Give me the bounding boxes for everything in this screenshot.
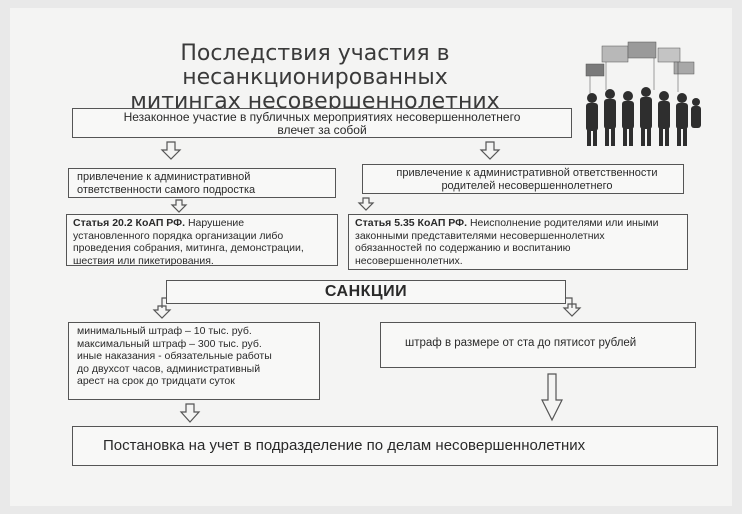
title-line-1: Последствия участия в несанкционированны…	[180, 41, 450, 90]
consequence-line-1: Незаконное участие в публичных мероприят…	[123, 110, 521, 124]
article-20-2-title: Статья 20.2 КоАП РФ.	[73, 217, 186, 229]
teen-sanctions-box: минимальный штраф – 10 тыс. руб. максима…	[68, 322, 320, 400]
arrow-down-icon	[357, 197, 375, 211]
article-20-2-line-4: шествия или пикетирования.	[73, 254, 214, 267]
arrow-down-icon	[179, 403, 201, 423]
parent-sanction-line-1: штраф в размере от ста до пятисот рублей	[405, 337, 637, 349]
arrow-down-icon	[562, 303, 582, 317]
teen-sanction-line-2: максимальный штраф – 300 тыс. руб.	[77, 337, 262, 350]
parent-responsibility-line-1: привлечение к административной ответстве…	[396, 167, 658, 179]
arrow-down-icon	[479, 141, 501, 160]
teen-responsibility-line-2: ответственности самого подростка	[77, 184, 256, 196]
article-5-35-line-2: законными представителями несовершенноле…	[355, 229, 605, 242]
registration-box: Постановка на учет в подразделение по де…	[72, 426, 718, 466]
article-20-2-line-3: проведения собрания, митинга, демонстрац…	[73, 242, 304, 254]
teen-sanction-line-1: минимальный штраф – 10 тыс. руб.	[77, 325, 252, 337]
consequence-line-2: влечет за собой	[277, 123, 367, 137]
article-5-35-line-4: несовершеннолетних.	[355, 254, 463, 267]
parent-sanctions-box: штраф в размере от ста до пятисот рублей	[380, 322, 696, 368]
arrow-down-icon	[170, 199, 188, 213]
arrow-down-icon	[160, 141, 182, 160]
article-20-2-line-1: Нарушение	[185, 217, 245, 229]
parent-responsibility-line-2: родителей несовершеннолетнего	[441, 180, 613, 192]
protest-crowd-illustration	[585, 41, 701, 146]
consequence-box: Незаконное участие в публичных мероприят…	[72, 108, 572, 138]
teen-sanction-line-5: арест на срок до тридцати суток	[77, 375, 235, 387]
teen-responsibility-box: привлечение к административной ответстве…	[68, 168, 336, 198]
article-20-2-box: Статья 20.2 КоАП РФ. Нарушение установле…	[66, 214, 338, 267]
article-5-35-line-3: обязанностей по содержанию и воспитанию	[355, 242, 571, 254]
article-5-35-line-1: Неисполнение родителями или иными	[467, 217, 659, 229]
article-5-35-box: Статья 5.35 КоАП РФ. Неисполнение родите…	[348, 214, 688, 270]
teen-responsibility-line-1: привлечение к административной	[77, 171, 251, 183]
parent-responsibility-box: привлечение к административной ответстве…	[362, 164, 684, 194]
sanctions-branch-lines	[161, 297, 573, 308]
arrow-down-icon	[152, 305, 172, 319]
sanctions-header: САНКЦИИ	[166, 280, 566, 304]
arrow-down-icon	[541, 373, 563, 422]
article-20-2-line-2: установленного порядка организации либо	[73, 229, 284, 242]
teen-sanction-line-3: иные наказания - обязательные работы	[77, 350, 272, 362]
article-5-35-title: Статья 5.35 КоАП РФ.	[355, 217, 468, 229]
teen-sanction-line-4: до двухсот часов, административный	[77, 362, 261, 375]
